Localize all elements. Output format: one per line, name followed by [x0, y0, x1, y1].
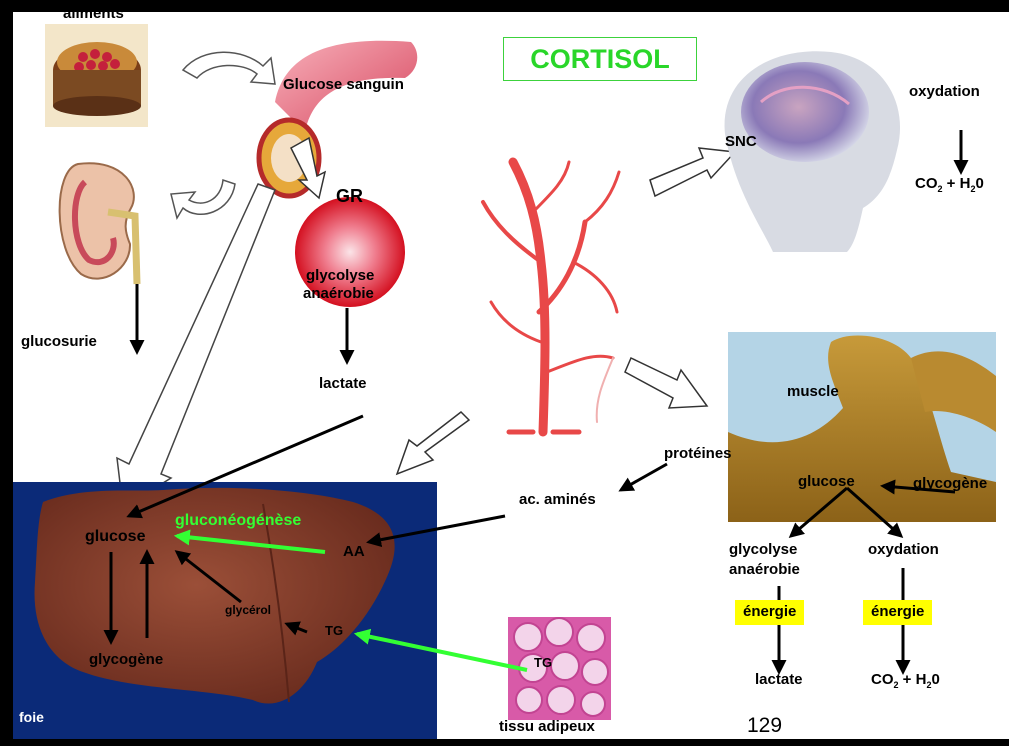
- blood-vessel-image: [259, 41, 417, 196]
- vascular-tree-image: [483, 162, 619, 432]
- label-glucose-sanguin: Glucose sanguin: [283, 77, 404, 94]
- brain-head-image: [725, 51, 900, 252]
- badge-energie-oxydation: énergie: [863, 600, 932, 625]
- label-aa: AA: [343, 544, 365, 561]
- label-gluconeogenese: gluconéogénèse: [175, 512, 301, 530]
- label-gr-anaerobie: anaérobie: [303, 286, 374, 303]
- label-foie: foie: [19, 710, 44, 725]
- label-snc-oxydation: oxydation: [909, 84, 980, 101]
- label-snc: SNC: [725, 134, 757, 151]
- slide: CORTISOL aliments Glucose sanguin GR gly…: [13, 12, 1009, 739]
- arrow-proteines-acamines: [621, 464, 667, 490]
- hollow-arrow-to-snc: [650, 148, 735, 196]
- label-muscle: muscle: [787, 384, 839, 401]
- label-glycerol: glycérol: [225, 604, 271, 617]
- diagram-artwork: [13, 12, 1009, 739]
- label-ac-amines: ac. aminés: [519, 492, 596, 509]
- cake-image: [45, 24, 148, 127]
- label-aliments: aliments: [63, 12, 124, 23]
- muscle-arm-image: [728, 332, 996, 522]
- label-tissu-adipeux: tissu adipeux: [499, 719, 595, 736]
- label-gr: GR: [336, 187, 363, 207]
- label-foie-glycogene: glycogène: [89, 652, 163, 669]
- badge-energie-glycolyse: énergie: [735, 600, 804, 625]
- label-proteines: protéines: [664, 446, 732, 463]
- kidney-image: [60, 163, 137, 284]
- label-muscle-oxydation: oxydation: [868, 542, 939, 559]
- curved-arrow-aliments: [183, 52, 275, 84]
- label-muscle-anaerobie: anaérobie: [729, 562, 800, 579]
- label-muscle-glycolyse: glycolyse: [729, 542, 797, 559]
- page-number: 129: [747, 714, 782, 738]
- label-tg-foie: TG: [325, 624, 343, 638]
- hollow-arrow-vessel-to-liver: [117, 184, 275, 508]
- label-muscle-glycogene: glycogène: [913, 476, 987, 493]
- label-foie-glucose: glucose: [85, 528, 145, 546]
- hollow-arrow-to-liver: [397, 412, 469, 474]
- label-snc-co2-h2o: CO2 + H20: [915, 176, 984, 193]
- label-gr-glycolyse: glycolyse: [306, 268, 374, 285]
- label-gr-lactate: lactate: [319, 376, 367, 393]
- label-muscle-glucose: glucose: [798, 474, 855, 491]
- label-muscle-co2-h2o: CO2 + H20: [871, 672, 940, 689]
- label-muscle-lactate: lactate: [755, 672, 803, 689]
- hollow-arrow-to-muscle: [625, 358, 707, 408]
- page-title: CORTISOL: [503, 37, 697, 81]
- curved-arrow-kidney: [171, 180, 235, 218]
- label-tg-adipeux: TG: [534, 656, 552, 670]
- label-glucosurie: glucosurie: [21, 334, 97, 351]
